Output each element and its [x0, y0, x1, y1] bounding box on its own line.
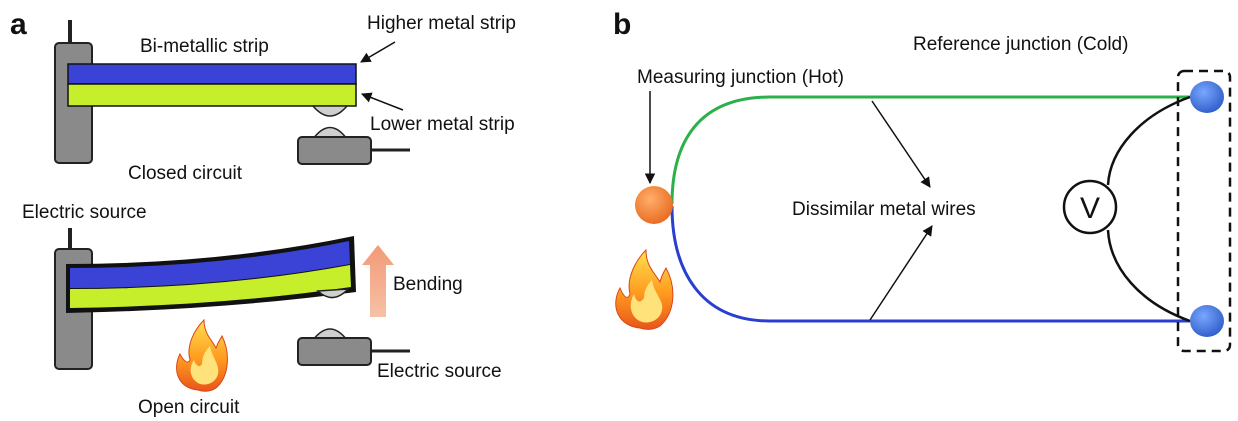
lower-metal-strip-top [67, 83, 357, 107]
label-dissimilar-metal-wires: Dissimilar metal wires [792, 199, 976, 220]
wire-bottom-blue [670, 205, 1190, 323]
panel-a-letter: a [10, 8, 27, 41]
arrow-lower-metal-strip [361, 92, 404, 111]
label-higher-metal-strip: Higher metal strip [367, 13, 516, 34]
voltmeter-lead-top [1106, 95, 1191, 186]
voltmeter-label: V [1080, 192, 1100, 225]
higher-metal-strip-bent [70, 241, 350, 288]
electric-source-base-top [297, 136, 372, 165]
flame-icon [176, 318, 228, 392]
open-circuit-assembly: Electric source Bending Open circu [22, 202, 502, 418]
cold-junction-bottom [1190, 305, 1224, 337]
label-open-circuit: Open circuit [138, 397, 240, 418]
support-terminal-wire-bottom [68, 228, 72, 252]
label-bimetallic-strip: Bi-metallic strip [140, 36, 269, 57]
strip-contact-top [311, 105, 349, 117]
arrow-higher-metal-strip [360, 41, 396, 63]
label-bending: Bending [393, 274, 463, 295]
label-electric-source-top: Electric source [22, 202, 147, 223]
cold-junction-top [1190, 81, 1224, 113]
arrow-dissimilar-wires-top [871, 100, 931, 188]
bending-arrow-icon [362, 245, 394, 317]
lower-metal-strip-bent [70, 265, 351, 308]
closed-circuit-assembly: Bi-metallic strip Higher metal strip Low… [54, 13, 516, 184]
wire-top-green [670, 95, 1190, 205]
voltmeter-lead-bottom [1106, 229, 1191, 323]
panel-b: b Reference junction (Cold) Measuring ju… [613, 8, 1232, 353]
flame-icon [615, 248, 674, 330]
label-lower-metal-strip: Lower metal strip [370, 114, 515, 135]
reference-junction-box [1176, 69, 1232, 353]
hot-junction [635, 186, 673, 224]
voltmeter-icon: V [1062, 179, 1118, 235]
higher-metal-strip-top [67, 63, 357, 85]
label-measuring-junction: Measuring junction (Hot) [637, 67, 844, 88]
label-reference-junction: Reference junction (Cold) [913, 34, 1128, 55]
electric-source-base-bottom [297, 337, 372, 366]
label-closed-circuit: Closed circuit [128, 163, 243, 184]
panel-b-letter: b [613, 8, 631, 41]
support-terminal-wire-top [68, 20, 72, 45]
label-electric-source-bottom: Electric source [377, 361, 502, 382]
strip-contact-bottom [316, 288, 350, 299]
panel-a: a Bi-metallic strip Higher metal strip L… [10, 8, 516, 418]
arrow-dissimilar-wires-bottom [869, 225, 933, 321]
